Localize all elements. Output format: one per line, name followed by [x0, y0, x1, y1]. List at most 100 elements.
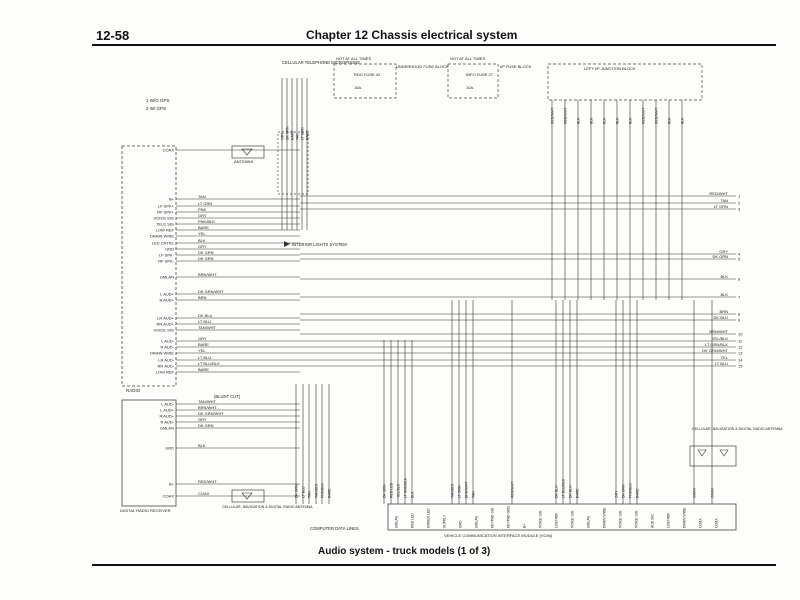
vcim-pin-16: AUD SIG [651, 514, 655, 528]
receiver-wire-label-5: BLK [198, 443, 206, 448]
vcim-pin-17: LOW REF [667, 513, 671, 528]
vcim-pin-8: B+ [523, 524, 527, 528]
radio-wire-label-18: GRY [198, 336, 207, 341]
radio-pin-2: LF SPK+ [158, 204, 175, 209]
mic-wire-label-0: GRY [281, 132, 285, 140]
digital-radio-receiver-box [121, 399, 177, 507]
bottom-wire-label-9: LT GRN/BLK [404, 477, 408, 498]
radio-pin-16: RR AUD+ [157, 322, 175, 327]
right-wire-label-5: BLK [720, 274, 728, 279]
vcim-pin-11: VOICE SIG [571, 510, 575, 528]
mic-wire-label-3: TAN [296, 133, 300, 140]
fuse-2-name: INFO FUSE 27 [466, 72, 494, 77]
right-wire-label-4: DK GRN [712, 254, 728, 259]
radio-wire-label-17: TAN/WHT [198, 325, 216, 330]
page-number: 12-58 [96, 28, 130, 43]
right-antenna-icon-1 [697, 449, 707, 457]
radio-pin-20: DRAIN WIRE [150, 351, 174, 356]
vcim-pin-4: GRD [459, 520, 463, 528]
vcim-pin-7: KEYPAD GRD [507, 505, 511, 528]
bottom-wire-label-12: LT GRN [458, 485, 462, 498]
receiver-pin-3: R AUD- [160, 420, 174, 425]
interior-lights-arrow-icon [284, 241, 290, 247]
radio-wire-label-23: BARE [198, 367, 209, 372]
receiver-pin-7: COAX [163, 494, 175, 499]
vcim-pin-1: RED LED [411, 513, 415, 528]
receiver-wire-label-4: DK GRN [198, 423, 214, 428]
cell-nav-antenna-icon [241, 492, 253, 500]
right-wire-number-5: 6 [738, 277, 741, 282]
radio-pin-11: RF SPK- [158, 259, 174, 264]
bottom-wire-label-24: COAX [693, 487, 697, 498]
antenna-icon [241, 148, 253, 156]
bottom-wire-label-6: DK GRN [383, 484, 387, 498]
right-wire-number-0: 1 [738, 194, 741, 199]
right-wire-label-1: TAN [720, 198, 728, 203]
receiver-pin-1: L AUD+ [160, 408, 174, 413]
radio-pin-8: LED CNTRL [152, 241, 175, 246]
right-wire-label-10: YEL/BLK [712, 336, 729, 341]
right-wire-number-12: 13 [738, 351, 743, 356]
right-wire-label-3: GRY [719, 249, 728, 254]
radio-pin-21: LR AUD- [158, 358, 174, 363]
junction-wire-label-9: BLK [668, 117, 672, 124]
receiver-pin-4: GMLAN [160, 426, 174, 431]
receiver-pin-5: GRD [165, 446, 174, 451]
digital-radio-receiver-label: DIGITAL RADIO RECEIVER [120, 508, 171, 513]
bottom-wire-label-25: COAX [711, 487, 715, 498]
header-rule [92, 44, 776, 46]
receiver-wire-label-3: GRY [198, 417, 207, 422]
receiver-pin-6: B+ [169, 482, 175, 487]
bottom-wire-label-1: LT BLU [302, 486, 306, 498]
receiver-pin-2: R AUD+ [159, 414, 174, 419]
bottom-wire-label-8: YEL/BLK [397, 483, 401, 498]
bottom-wire-label-7: RED LED [390, 482, 394, 498]
right-wire-number-7: 8 [738, 312, 741, 317]
receiver-wire-label-0: TAN/WHT [198, 399, 216, 404]
radio-wire-label-1: TAN [198, 194, 206, 199]
radio-pin-3: RF SPK+ [157, 210, 174, 215]
right-wire-number-14: 15 [738, 364, 743, 369]
radio-pin-12: GMLAN [160, 275, 174, 280]
radio-wire-label-6: BARE [198, 225, 209, 230]
vcim-pin-5: GMLAN [475, 515, 479, 528]
radio-wire-label-21: LT BLU [198, 355, 211, 360]
radio-wire-label-16: LT BLU [198, 319, 211, 324]
receiver-wire-label-2: DK GRN/WHT [198, 411, 224, 416]
figure-caption: Audio system - truck models (1 of 3) [318, 546, 491, 557]
right-wire-label-7: BRN [720, 309, 729, 314]
computer-data-lines-label: COMPUTER DATA LINES [310, 526, 359, 531]
ip-fuse-block-label: I/P FUSE BLOCK [500, 64, 532, 69]
radio-wire-label-19: BARE [198, 342, 209, 347]
right-wire-number-2: 3 [738, 207, 741, 212]
radio-box [121, 145, 177, 387]
radio-wire-label-13: DK GRN/WHT [198, 289, 224, 294]
radio-wire-label-9: GRY [198, 244, 207, 249]
bottom-wire-label-22: PNK/BLK [629, 483, 633, 498]
junction-wire-label-5: BLK [616, 117, 620, 124]
bottom-wire-label-21: DK GRN [622, 484, 626, 498]
left-ip-junction-block-box [547, 63, 703, 101]
mic-wire-label-5: BARE [306, 130, 310, 140]
radio-wire-label-11: DK GRN [198, 256, 214, 261]
right-antenna-box [689, 445, 737, 467]
radio-pin-0: COAX [163, 148, 175, 153]
radio-pin-14: R AUD+ [159, 298, 174, 303]
bottom-wire-label-18: DK BLU [569, 485, 573, 498]
radio-pin-7: DRAIN WIRE [150, 234, 174, 239]
fuse-1-amps: 15A [354, 85, 361, 90]
junction-wire-label-0: RED/WHT [551, 107, 555, 124]
bottom-wire-label-14: TAN [472, 491, 476, 498]
vcim-pin-20: COAX [715, 518, 719, 528]
bottom-wire-label-4: PNK/BLK [321, 483, 325, 498]
bottom-wire-label-11: TAN/BLK [451, 483, 455, 498]
right-wire-number-6: 7 [738, 295, 741, 300]
junction-wire-label-7: RED/WHT [642, 107, 646, 124]
chapter-title: Chapter 12 Chassis electrical system [306, 28, 518, 42]
vcim-pin-18: DRAIN WIRE [683, 507, 687, 528]
vcim-box [387, 503, 737, 531]
